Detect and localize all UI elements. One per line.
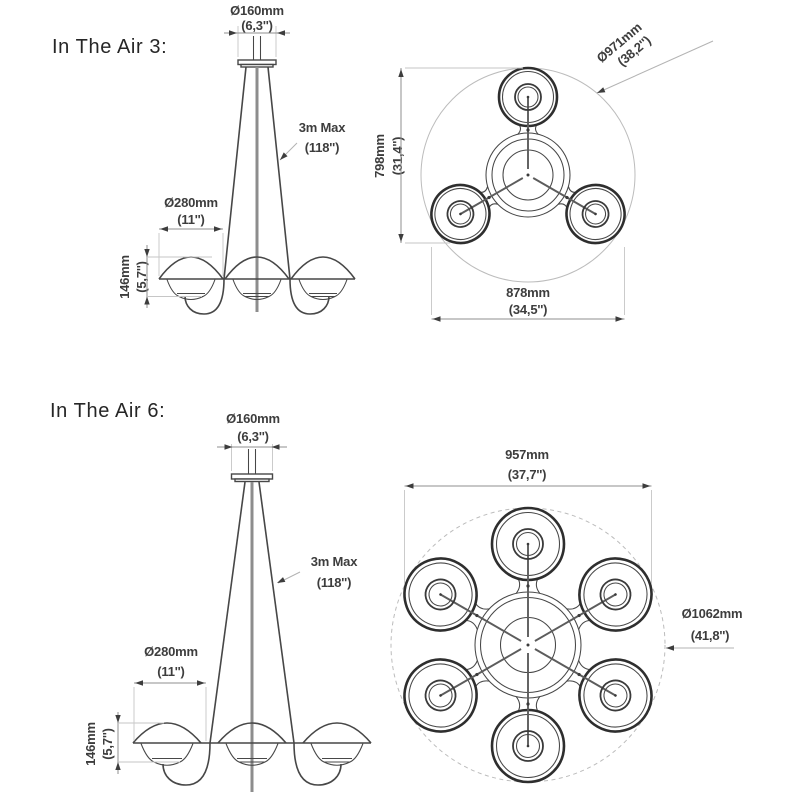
width-in-label: (34,5'') [509, 302, 548, 317]
dimension-arrowheads [115, 30, 674, 770]
in-the-air-3-top-dimensions: Ø971mm (38,2'') 798mm (31,4'') 878mm (34… [372, 20, 714, 320]
in-the-air-6-side-dimensions: Ø160mm (6,3'') 3m Max (118'') Ø280mm (11… [83, 411, 358, 774]
canopy-diameter-mm-label-6: Ø160mm [226, 411, 280, 426]
overall-diameter-in-label-6: (41,8'') [691, 628, 730, 643]
canopy-diameter-mm-label: Ø160mm [230, 3, 284, 18]
depth-labels: 798mm (31,4'') [372, 134, 405, 178]
in-the-air-3-side-view [158, 36, 356, 315]
in-the-air-6-top-dimensions: 957mm (37,7'') Ø1062mm (41,8'') [404, 447, 743, 649]
canopy-diameter-in-label-6: (6,3'') [237, 429, 269, 444]
shade-diameter-in-label: (11'') [177, 212, 204, 227]
suspension-max-label-6: 3m Max [311, 554, 358, 569]
shade-diameter-mm-label: Ø280mm [164, 195, 218, 210]
product-2-title: In The Air 6: [50, 400, 165, 422]
shade-height-labels-6: 146mm (5,7'') [83, 722, 115, 766]
in-the-air-3-side-dimensions: Ø160mm (6,3'') 3m Max (118'') Ø280mm (11… [117, 3, 346, 308]
canopy-diameter-in-label: (6,3'') [241, 18, 273, 33]
in-the-air-6-side-view [132, 449, 372, 792]
depth-in-label: (31,4'') [390, 137, 405, 176]
shade-height-mm-label: 146mm [117, 255, 132, 299]
in-the-air-3-top-view [420, 66, 636, 283]
shade-height-labels: 146mm (5,7'') [117, 255, 149, 299]
overall-diameter-labels: Ø971mm (38,2'') [594, 20, 654, 70]
suspension-max-in-label: (118'') [305, 140, 339, 155]
width-mm-label-6: 957mm [505, 447, 549, 462]
width-mm-label: 878mm [506, 285, 550, 300]
product-1-title: In The Air 3: [52, 36, 167, 58]
suspension-max-in-label-6: (118'') [317, 575, 351, 590]
shade-height-in-label: (5,7'') [134, 261, 149, 293]
shade-height-mm-label-6: 146mm [83, 722, 98, 766]
overall-diameter-mm-label-6: Ø1062mm [682, 606, 743, 621]
width-in-label-6: (37,7'') [508, 467, 547, 482]
shade-diameter-in-label-6: (11'') [157, 664, 184, 679]
in-the-air-6-top-view [390, 506, 666, 784]
depth-mm-label: 798mm [372, 134, 387, 178]
shade-height-in-label-6: (5,7'') [100, 728, 115, 760]
shade-diameter-mm-label-6: Ø280mm [144, 644, 198, 659]
suspension-max-label: 3m Max [299, 120, 346, 135]
